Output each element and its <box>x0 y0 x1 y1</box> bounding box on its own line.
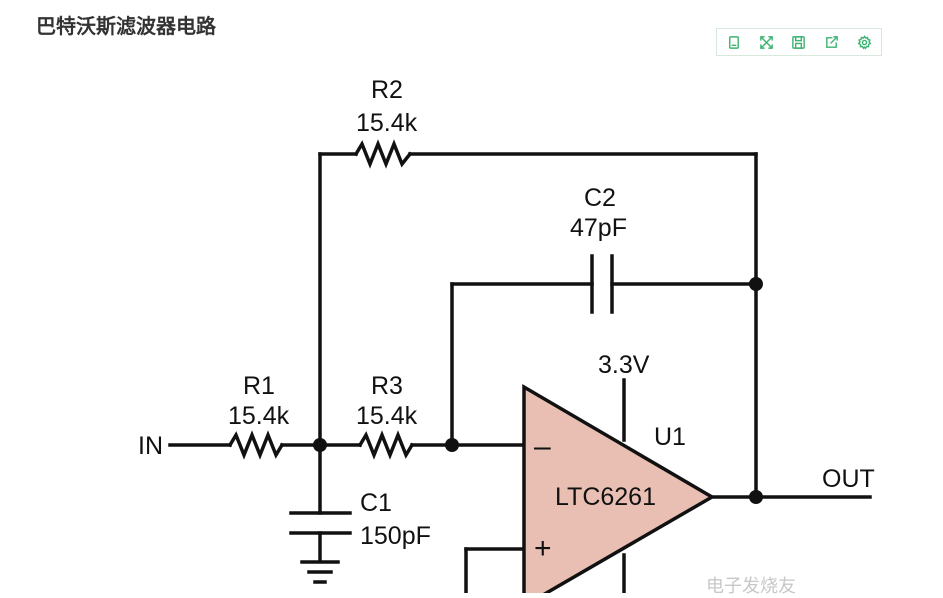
label-r2-ref: R2 <box>371 76 403 104</box>
toolbar <box>716 28 882 56</box>
share-icon <box>826 35 839 48</box>
fullscreen-icon <box>759 35 773 49</box>
resistor-r3 <box>357 430 415 460</box>
label-plus: + <box>534 532 552 565</box>
page-title: 巴特沃斯滤波器电路 <box>36 14 216 38</box>
resistor-r2 <box>353 139 413 169</box>
label-in: IN <box>138 432 163 460</box>
fullscreen-button[interactable] <box>750 29 783 55</box>
label-u1-ref: U1 <box>654 423 686 451</box>
settings-button[interactable] <box>848 29 881 55</box>
resistor-r1 <box>227 430 285 460</box>
label-out: OUT <box>822 465 875 493</box>
label-c1-value: 150pF <box>360 522 431 550</box>
copy-icon <box>728 35 739 49</box>
junction-c2-out <box>749 277 763 291</box>
copy-button[interactable] <box>717 29 750 55</box>
junction-out <box>749 490 763 504</box>
label-r1-ref: R1 <box>243 372 275 400</box>
junction-r1-r3 <box>313 438 327 452</box>
watermark: 电子发烧友 <box>706 576 796 597</box>
label-c1-ref: C1 <box>360 489 392 517</box>
label-r3-ref: R3 <box>371 372 403 400</box>
label-supply: 3.3V <box>598 351 650 379</box>
share-button[interactable] <box>815 29 848 55</box>
label-r3-value: 15.4k <box>356 402 418 430</box>
label-c2-ref: C2 <box>584 184 616 212</box>
label-r2-value: 15.4k <box>356 109 418 137</box>
save-button[interactable] <box>783 29 816 55</box>
save-icon <box>792 35 806 49</box>
opamp-u1 <box>522 383 716 593</box>
label-r1-value: 15.4k <box>228 402 290 430</box>
junction-r3-c2 <box>445 438 459 452</box>
label-c2-value: 47pF <box>570 214 627 242</box>
label-minus: – <box>534 430 551 463</box>
label-u1-part: LTC6261 <box>555 483 656 511</box>
settings-icon <box>857 34 872 50</box>
